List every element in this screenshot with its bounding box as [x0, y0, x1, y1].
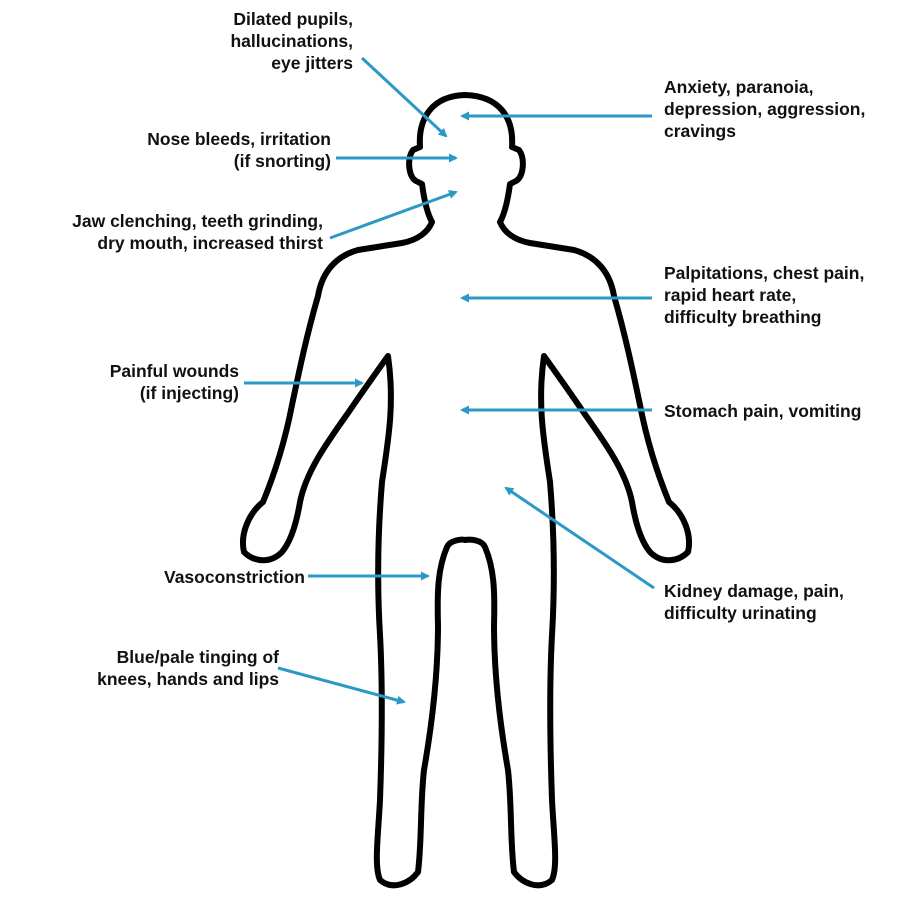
label-chest: Palpitations, chest pain, rapid heart ra…: [664, 262, 864, 328]
label-nose: Nose bleeds, irritation (if snorting): [147, 128, 331, 172]
label-vaso: Vasoconstriction: [164, 566, 305, 588]
label-stomach: Stomach pain, vomiting: [664, 400, 861, 422]
label-arm: Painful wounds (if injecting): [110, 360, 239, 404]
arrow-eyes: [362, 58, 446, 136]
label-jaw: Jaw clenching, teeth grinding, dry mouth…: [72, 210, 323, 254]
arrow-skin: [278, 668, 404, 702]
label-skin: Blue/pale tinging of knees, hands and li…: [97, 646, 279, 690]
label-brain: Anxiety, paranoia, depression, aggressio…: [664, 76, 865, 142]
arrow-jaw: [330, 192, 456, 238]
label-eyes: Dilated pupils, hallucinations, eye jitt…: [230, 8, 353, 74]
label-kidney: Kidney damage, pain, difficulty urinatin…: [664, 580, 844, 624]
